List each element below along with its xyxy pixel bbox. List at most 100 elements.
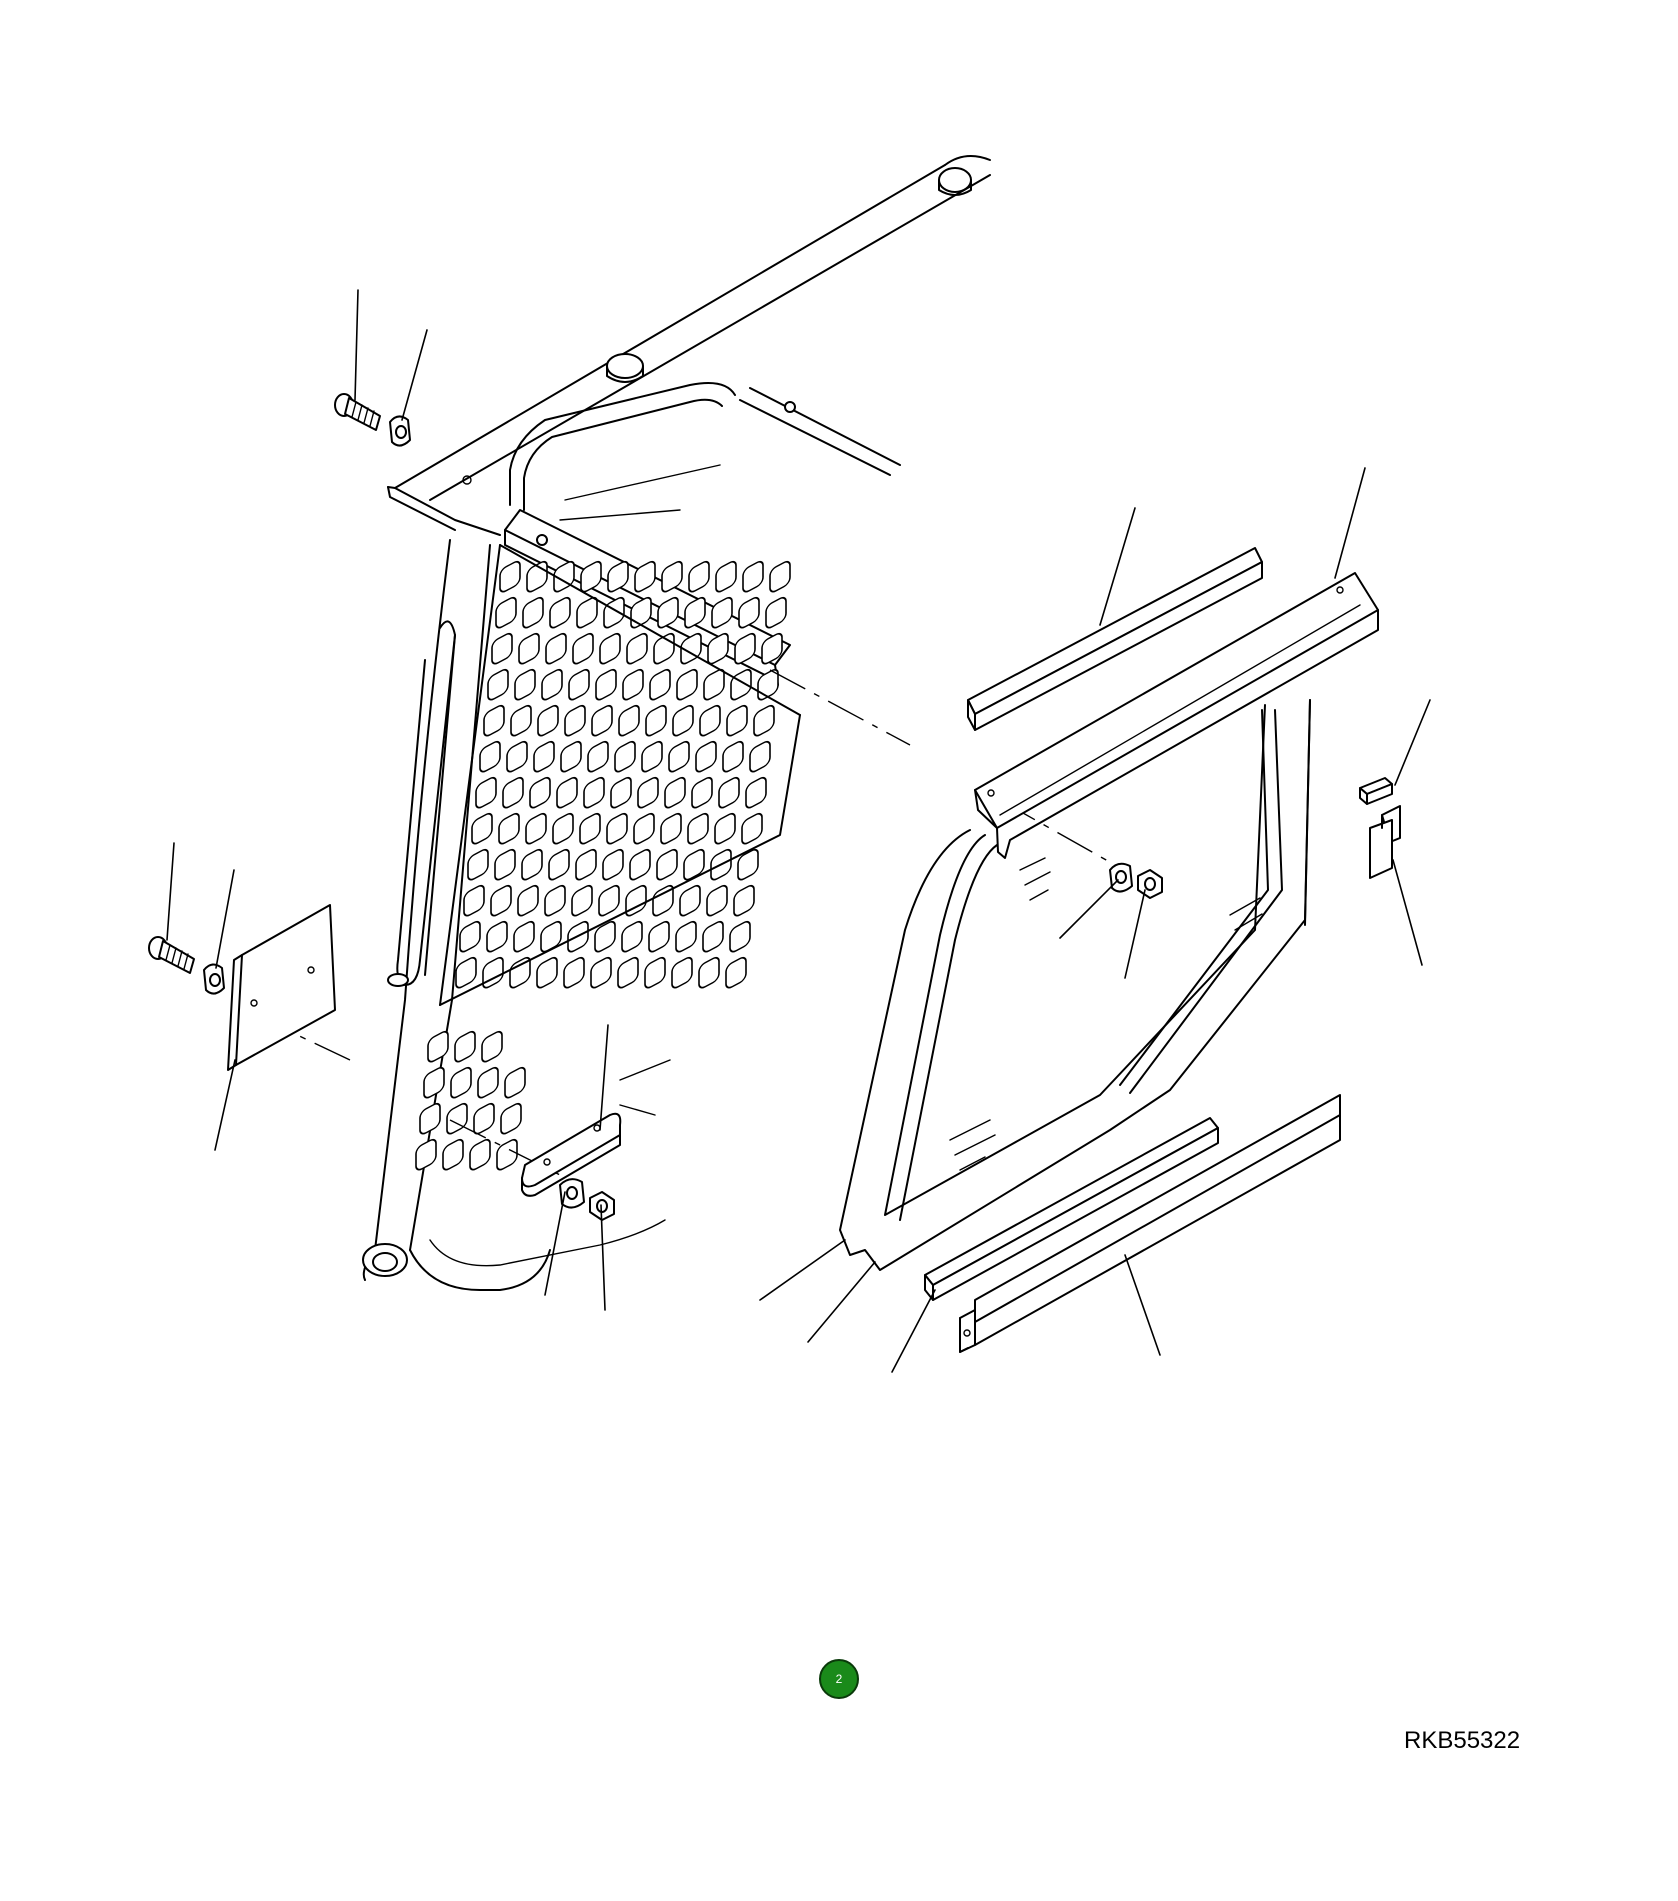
mesh-cell — [481, 1030, 503, 1063]
roof-plate — [387, 475, 501, 536]
mesh-cell — [509, 956, 531, 989]
mesh-cell — [699, 704, 721, 737]
mesh-cell — [644, 956, 666, 989]
mesh-cell — [529, 776, 551, 809]
mesh-cell — [587, 740, 609, 773]
mesh-cell — [427, 1030, 449, 1063]
mesh-cell — [649, 668, 671, 701]
mesh-cell — [648, 920, 670, 953]
mesh-cell — [487, 668, 509, 701]
nut-lower — [589, 1191, 615, 1221]
mesh-cell — [537, 704, 559, 737]
mesh-cell — [560, 740, 582, 773]
mesh-cell — [479, 740, 501, 773]
mesh-cell — [486, 920, 508, 953]
upper-channel — [974, 572, 1379, 859]
small-block — [1359, 777, 1393, 805]
mesh-cell — [684, 596, 706, 629]
mesh-cell — [622, 668, 644, 701]
mesh-cell — [521, 848, 543, 881]
mesh-cell — [745, 776, 767, 809]
mesh-cell — [450, 1066, 472, 1099]
mesh-cell — [454, 1030, 476, 1063]
mesh-cell — [657, 596, 679, 629]
center-line-roof — [769, 669, 911, 746]
mesh-cell — [671, 956, 693, 989]
mesh-cell — [676, 668, 698, 701]
mesh-cell — [564, 704, 586, 737]
mesh-cell — [514, 668, 536, 701]
mesh-cell — [610, 776, 632, 809]
mesh-cell — [603, 596, 625, 629]
mesh-cell — [556, 776, 578, 809]
mesh-cell — [738, 596, 760, 629]
mesh-cell — [590, 956, 612, 989]
mesh-cell — [576, 596, 598, 629]
mesh-cell — [687, 812, 709, 845]
mesh-cell — [522, 596, 544, 629]
mesh-cell — [718, 776, 740, 809]
mesh-cell — [698, 956, 720, 989]
upper-seal-strip — [967, 547, 1263, 731]
upper-window-frame — [509, 382, 901, 521]
mesh-cell — [602, 848, 624, 881]
mesh-cell — [641, 740, 663, 773]
mesh-cell — [737, 848, 759, 881]
lower-seal-strip — [924, 1117, 1219, 1301]
mesh-cell — [742, 560, 764, 593]
grab-handle — [387, 620, 456, 987]
mesh-cell — [469, 1138, 491, 1171]
mesh-cell — [625, 884, 647, 917]
mesh-cell — [419, 1102, 441, 1135]
mesh-cell — [715, 560, 737, 593]
mesh-cell — [591, 704, 613, 737]
mesh-cell — [769, 560, 791, 593]
mesh-cell — [672, 704, 694, 737]
panel-edge-line-2 — [619, 1104, 656, 1116]
mesh-cell — [499, 560, 521, 593]
mesh-cell — [626, 632, 648, 665]
bolt-mid-left — [148, 936, 195, 974]
latch-bracket — [1369, 805, 1401, 879]
mesh-cell — [483, 704, 505, 737]
mesh-cell — [722, 740, 744, 773]
lower-mesh-panel — [415, 1030, 526, 1171]
mesh-cell — [459, 920, 481, 953]
mesh-cell — [733, 884, 755, 917]
mesh-cell — [526, 560, 548, 593]
mesh-cell — [741, 812, 763, 845]
washer-top-left — [389, 415, 411, 447]
mesh-cell — [504, 1066, 526, 1099]
mesh-cell — [656, 848, 678, 881]
mesh-cell — [580, 560, 602, 593]
mesh-cell — [645, 704, 667, 737]
washer-lower — [559, 1178, 585, 1209]
mesh-cell — [660, 812, 682, 845]
mesh-cell — [463, 884, 485, 917]
mesh-cell — [695, 740, 717, 773]
mesh-cell — [498, 812, 520, 845]
mesh-cell — [552, 812, 574, 845]
mesh-cell — [599, 632, 621, 665]
mesh-cell — [506, 740, 528, 773]
mesh-cell — [595, 668, 617, 701]
upper-mesh-panel — [455, 560, 791, 989]
mesh-cell — [477, 1066, 499, 1099]
mesh-cell — [607, 560, 629, 593]
callout-badge-label: 2 — [835, 1672, 843, 1686]
mesh-cell — [679, 884, 701, 917]
mesh-cell — [536, 956, 558, 989]
panel-edge-line — [619, 1059, 671, 1081]
mesh-cell — [541, 668, 563, 701]
mesh-cell — [473, 1102, 495, 1135]
mesh-cell — [467, 848, 489, 881]
nut-window — [1137, 869, 1163, 899]
washer-window — [1109, 862, 1133, 893]
mesh-cell — [502, 776, 524, 809]
mesh-cell — [653, 632, 675, 665]
mesh-cell — [688, 560, 710, 593]
mesh-cell — [510, 704, 532, 737]
mesh-cell — [761, 632, 783, 665]
callout-badge: 2 — [819, 1659, 859, 1699]
mesh-cell — [475, 776, 497, 809]
